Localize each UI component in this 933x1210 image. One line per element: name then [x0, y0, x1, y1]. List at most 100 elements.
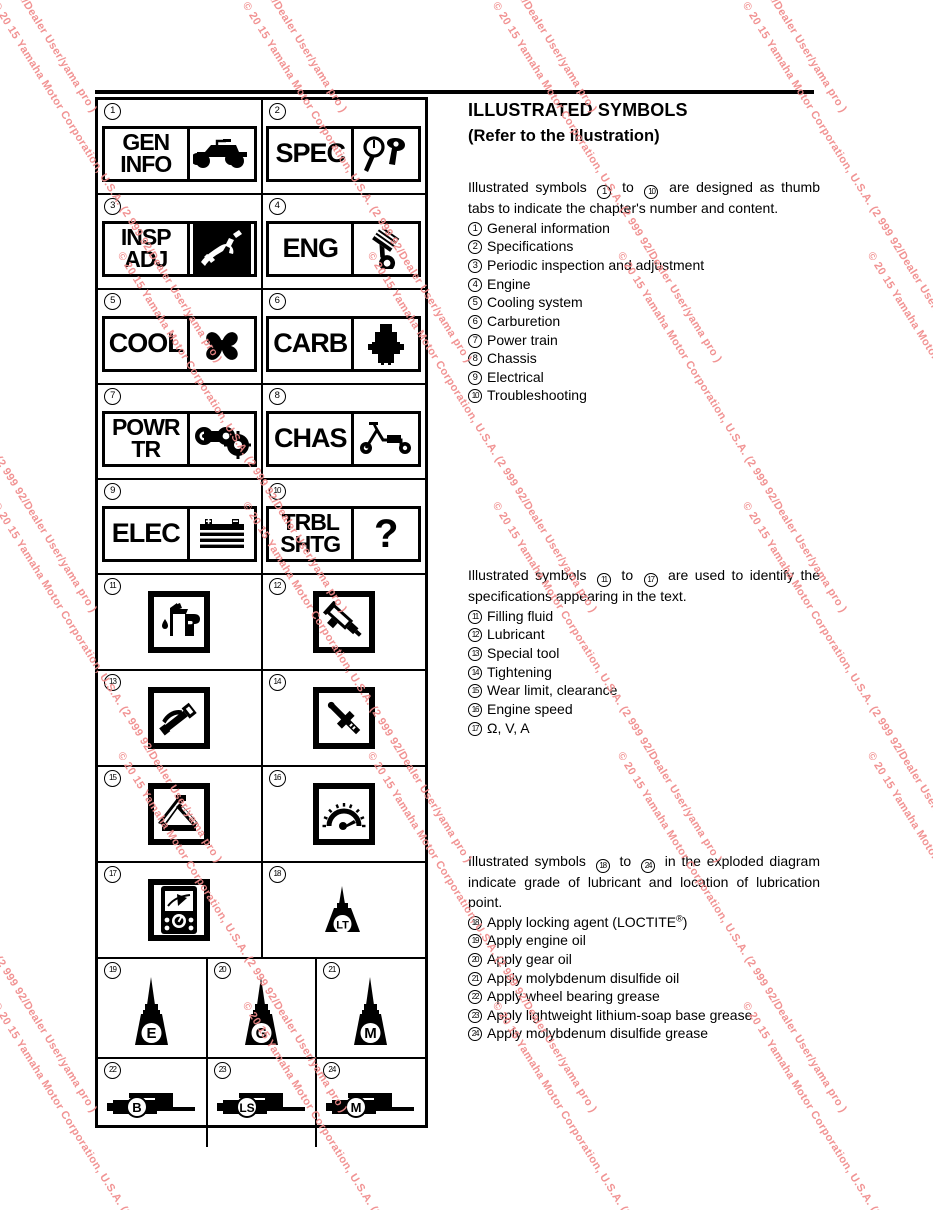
- thumb-tab: GEN INFO: [101, 125, 257, 182]
- gauge-caliper-icon: [354, 129, 418, 179]
- tab-label-line2: INFO: [120, 150, 172, 177]
- thumb-tab: TRBL SHTG ?: [266, 505, 422, 562]
- cell-number: 11: [104, 578, 121, 595]
- page-title: ILLUSTRATED SYMBOLS: [468, 100, 688, 120]
- item-number: 17: [468, 721, 482, 736]
- item-label-pre: Apply locking agent (LOCTITE: [487, 913, 677, 930]
- grid-cell-4: 4 ENG: [263, 195, 426, 288]
- intro-tail: are used to identify the specifications …: [468, 567, 820, 604]
- tab-label-line1: ENG: [282, 232, 339, 263]
- item-label: Power train: [487, 331, 558, 348]
- question-mark-glyph: ?: [374, 511, 399, 556]
- grid-row: 19 E 20 G: [98, 959, 425, 1059]
- item-label: Tightening: [487, 663, 552, 680]
- tab-label: ELEC: [105, 508, 190, 559]
- symbol-legend-block-3: Illustrated symbols 18 to 24 in the expl…: [468, 852, 820, 1043]
- tab-label-line1: ELEC: [111, 517, 181, 548]
- item-number: 10: [468, 389, 482, 404]
- tab-label: GEN INFO: [105, 128, 190, 179]
- item-number: 4: [468, 277, 482, 292]
- grease-gun-side-icon: M: [326, 1093, 415, 1118]
- cell-number: 21: [323, 962, 341, 979]
- grid-row: 15 16: [98, 767, 425, 863]
- cell-number: 20: [213, 962, 231, 979]
- cell-number: 3: [104, 198, 121, 215]
- svg-text:B: B: [132, 1100, 141, 1115]
- intro-to-number: 17: [643, 573, 658, 587]
- grease-gun-side-icon: LS: [216, 1093, 305, 1118]
- tab-label-line1: GEN: [122, 128, 170, 155]
- intro-lead: Illustrated symbols: [468, 853, 592, 869]
- grid-cell-15: 15: [98, 767, 263, 861]
- text-column: ILLUSTRATED SYMBOLS (Refer to the illust…: [468, 100, 820, 1042]
- intro-to-number: 10: [644, 185, 659, 199]
- gear-drive-icon: [190, 414, 254, 464]
- cell-number: 4: [268, 198, 286, 215]
- svg-text:M: M: [351, 1100, 362, 1115]
- item-number: 3: [468, 259, 482, 274]
- question-mark-icon: ?: [354, 509, 418, 559]
- tab-label-line1: CARB: [273, 327, 348, 358]
- header-rule: [95, 90, 814, 94]
- symbol-legend-block-2: Illustrated symbols 11 to 17 are used to…: [468, 566, 820, 737]
- intro-mid: to: [613, 853, 637, 869]
- grid-cell-23: 23 LS: [208, 1059, 318, 1147]
- item-number: 12: [468, 628, 482, 643]
- grid-row: 13 14: [98, 671, 425, 767]
- cell-number: 1: [104, 103, 121, 120]
- item-number: 19: [468, 934, 482, 949]
- item-number: 7: [468, 333, 482, 348]
- grid-cell-21: 21 M: [317, 959, 425, 1057]
- item-label: Electrical: [487, 368, 544, 385]
- grid-cell-10: 10 TRBL SHTG ?: [263, 480, 426, 573]
- special-tool-icon: [148, 687, 211, 749]
- intro-mid: to: [614, 567, 640, 583]
- item-label: Lubricant: [487, 626, 545, 643]
- cell-number: 19: [104, 962, 121, 979]
- tab-label: CARB: [269, 318, 355, 369]
- item-label: Chassis: [487, 350, 537, 367]
- grid-cell-11: 11: [98, 575, 263, 669]
- grid-row: 11 12: [98, 575, 425, 671]
- fan-icon: [190, 319, 254, 369]
- item-number: 5: [468, 296, 482, 311]
- grid-cell-22: 22 B: [98, 1059, 208, 1147]
- tab-label-line2: SHTG: [280, 530, 341, 557]
- tab-label: SPEC: [269, 128, 355, 179]
- thumb-tab: ENG: [266, 220, 422, 277]
- item-label: Apply locking agent (LOCTITE®): [487, 913, 687, 932]
- list-item: 12 Lubricant: [468, 625, 820, 644]
- grid-row: 3 INSP ADJ: [98, 195, 425, 290]
- grid-cell-18: 18 LT: [263, 863, 426, 957]
- caliper-measure-icon: [148, 783, 211, 845]
- cell-number: 14: [268, 674, 286, 691]
- locktite-bottle-icon: LT: [312, 879, 375, 941]
- item-label: Troubleshooting: [487, 387, 587, 404]
- svg-text:E: E: [146, 1025, 156, 1042]
- grid-cell-14: 14: [263, 671, 426, 765]
- grid-cell-1: 1 GEN INFO: [98, 100, 263, 193]
- item-label: General information: [487, 219, 610, 236]
- block-intro: Illustrated symbols 18 to 24 in the expl…: [468, 852, 820, 913]
- oil-can-pour-icon: [148, 591, 211, 653]
- cell-number: 17: [104, 866, 121, 883]
- thumb-tab: INSP ADJ: [101, 220, 257, 277]
- grid-row: 9 ELEC: [98, 480, 425, 575]
- item-label: Apply molybdenum disulfide oil: [487, 969, 680, 986]
- tab-label-line1: CHAS: [273, 422, 348, 453]
- grid-cell-19: 19 E: [98, 959, 208, 1057]
